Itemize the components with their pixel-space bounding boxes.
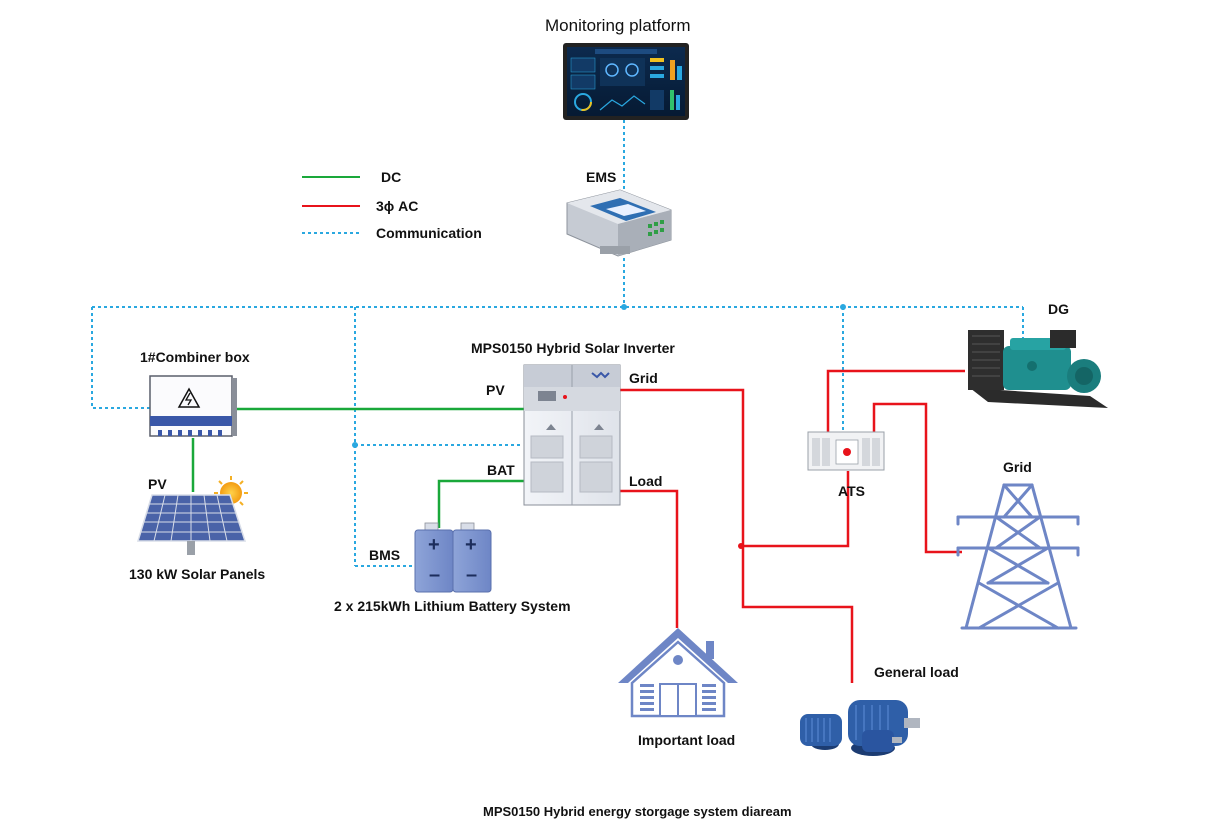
legend-comm-label: Communication (376, 225, 482, 241)
ac-lines (620, 369, 965, 683)
diesel-generator-icon (968, 330, 1108, 408)
inverter-label: MPS0150 Hybrid Solar Inverter (471, 340, 675, 356)
solar-panels-label: 130 kW Solar Panels (129, 566, 266, 582)
combiner-box-icon (149, 375, 237, 437)
house-icon (618, 628, 738, 718)
inverter-grid-port-label: Grid (629, 370, 658, 386)
dc-lines (191, 407, 525, 528)
diagram-caption: MPS0150 Hybrid energy storgage system di… (483, 804, 792, 819)
comm-node-inverter (352, 442, 358, 448)
inverter-bat-port-label: BAT (487, 462, 515, 478)
battery-plus-left: + (428, 534, 440, 556)
monitoring-platform-label: Monitoring platform (545, 16, 691, 35)
inverter-pv-port-label: PV (486, 382, 505, 398)
combiner-box-label: 1#Combiner box (140, 349, 250, 365)
solar-panel-icon (136, 476, 248, 555)
ems-label: EMS (586, 169, 617, 185)
ats-switch-icon (807, 431, 885, 471)
battery-plus-right: + (465, 534, 477, 556)
legend-ac-label: 3ϕ AC (376, 198, 419, 214)
comm-node-ems (621, 304, 627, 310)
ac-node-ats-out (738, 543, 744, 549)
battery-icon (414, 522, 492, 593)
comm-node-ats (840, 304, 846, 310)
bms-label: BMS (369, 547, 401, 563)
comm-lines (91, 120, 1024, 567)
grid-tower-icon (956, 483, 1080, 630)
inverter-cabinet-icon (523, 364, 621, 506)
inverter-load-port-label: Load (629, 473, 663, 489)
grid-tower-label: Grid (1003, 459, 1032, 475)
battery-system-label: 2 x 215kWh Lithium Battery System (334, 598, 571, 614)
ats-label: ATS (838, 483, 865, 499)
legend-dc-label: DC (381, 169, 402, 185)
electric-motors-icon (800, 700, 920, 756)
pv-panel-label: PV (148, 476, 167, 492)
dg-label: DG (1048, 301, 1069, 317)
general-load-label: General load (874, 664, 959, 680)
battery-minus-right: – (466, 564, 478, 586)
monitoring-screen-icon (563, 43, 689, 120)
ems-device-icon (566, 189, 672, 257)
battery-minus-left: – (429, 564, 441, 586)
important-load-label: Important load (638, 732, 736, 748)
